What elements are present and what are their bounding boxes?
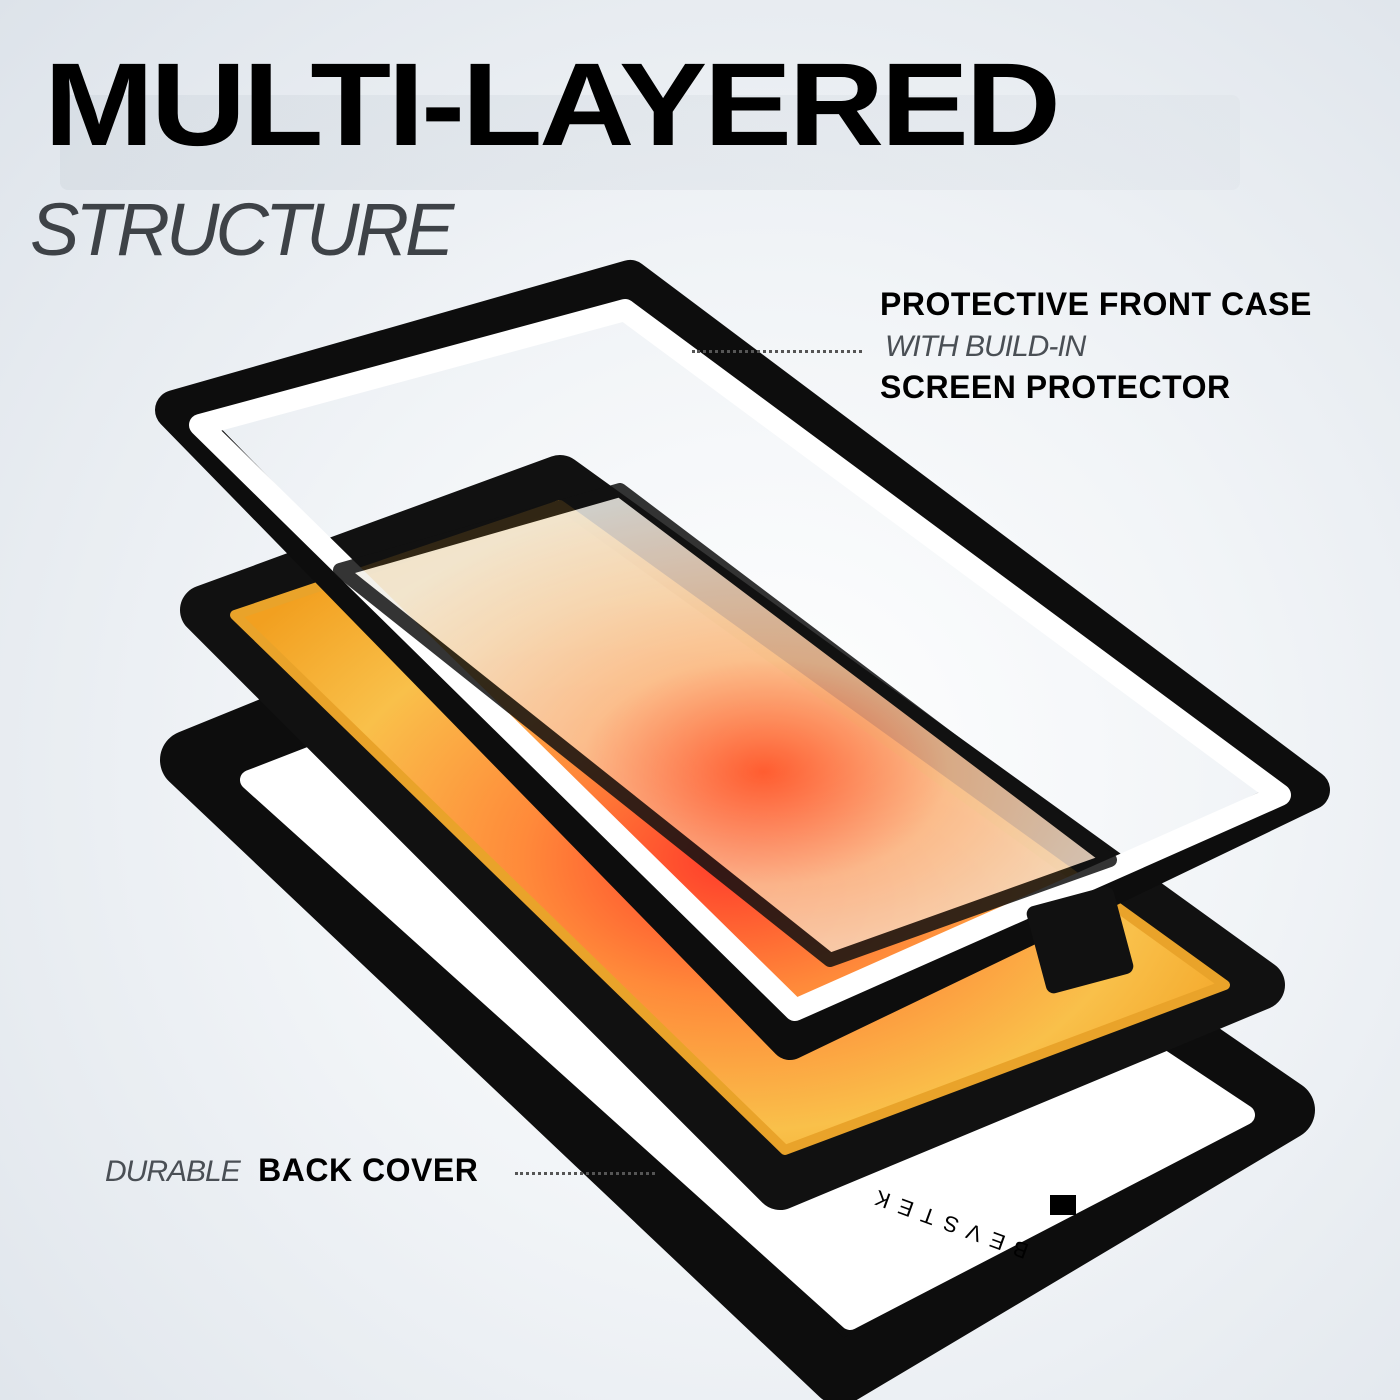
headline-title: MULTI-LAYERED (44, 39, 1061, 171)
callout-front-line3: SCREEN PROTECTOR (880, 369, 1231, 405)
front-case (155, 260, 1330, 1060)
port-plug (1026, 886, 1134, 994)
headline-shadow-band (60, 95, 1240, 190)
headline-subtitle: STRUCTURE (30, 188, 454, 271)
callout-front-line2: WITH BUILD-IN (885, 330, 1086, 363)
callout-front-line1: PROTECTIVE FRONT CASE (880, 286, 1312, 322)
callout-back-prefix: DURABLE (105, 1155, 241, 1188)
front-callout-leader (692, 350, 862, 353)
logo-mark-icon (1050, 1195, 1076, 1215)
callout-back-label: BACK COVER (258, 1152, 479, 1188)
back-cover-callout: DURABLE BACK COVER (105, 1152, 478, 1189)
screen-protector (333, 483, 1117, 967)
back-callout-leader (515, 1172, 655, 1175)
